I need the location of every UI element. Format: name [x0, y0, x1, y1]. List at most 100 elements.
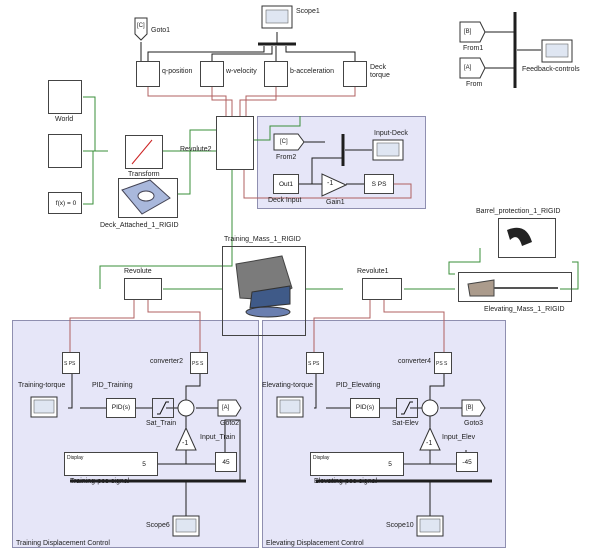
from1-shape — [459, 21, 486, 43]
elevating-title: Elevating Displacement Control — [266, 540, 364, 547]
elev-input-label: Input_Elev — [442, 434, 476, 441]
train-signal-val: 5 — [142, 461, 146, 468]
fx-text: f(x) = 0 — [55, 200, 77, 207]
train-pid-label: PID_Training — [92, 382, 133, 389]
transform-label: Transform — [128, 171, 160, 178]
elev-const-text: -45 — [462, 459, 472, 466]
scope1-label: Scope1 — [296, 8, 320, 15]
training-mass-block[interactable] — [222, 246, 306, 336]
from1-tag: [B] — [464, 29, 472, 35]
train-display-text: Display — [67, 455, 84, 461]
elev-pid-label: PID_Elevating — [336, 382, 381, 389]
revolute-block[interactable] — [124, 278, 162, 300]
from2-shape — [273, 133, 305, 151]
revolute2-label: Revolute2 — [180, 146, 212, 153]
elev-converter-block[interactable] — [434, 352, 452, 374]
b-acceleration-block[interactable] — [264, 61, 288, 87]
world-label: World — [55, 116, 74, 123]
mech-config-block[interactable] — [48, 134, 82, 168]
deck-attached-block[interactable] — [118, 178, 178, 218]
q-position-block[interactable] — [136, 61, 160, 87]
train-sps-block[interactable] — [62, 352, 80, 374]
deck-torque-label-2: torque — [370, 72, 390, 79]
fx-block[interactable]: f(x) = 0 — [48, 192, 82, 214]
q-position-label: q-position — [162, 68, 193, 75]
elev-display-text: Display — [313, 455, 330, 461]
train-signal-block[interactable]: 5 Display — [64, 452, 158, 476]
from2-label: From2 — [276, 154, 297, 161]
goto2-label: Goto2 — [220, 420, 240, 427]
train-converter-label: converter2 — [150, 358, 184, 365]
goto3-label: Goto3 — [464, 420, 484, 427]
train-sat-block[interactable] — [152, 398, 174, 418]
from-tag: [A] — [464, 65, 472, 71]
elev-signal-block[interactable]: 5 Display — [310, 452, 404, 476]
elev-sat-label: Sat-Elev — [392, 420, 419, 427]
barrel-label: Barrel_protection_1_RIGID — [476, 208, 561, 215]
train-const-block[interactable]: 45 — [215, 452, 237, 472]
elevating-mass-block[interactable] — [458, 272, 572, 302]
scope10-label: Scope10 — [386, 522, 414, 529]
goto1-tag: [C] — [137, 23, 145, 29]
gain1-value: -1 — [327, 180, 334, 187]
elev-pid-block[interactable]: PID(s) — [350, 398, 380, 418]
out1-text: Out1 — [278, 181, 294, 188]
train-gain-value: -1 — [182, 440, 189, 447]
elev-psS-text: PS S — [436, 361, 448, 367]
from-label: From — [466, 81, 483, 88]
out1-block[interactable]: Out1 — [273, 174, 299, 194]
feedback-label: Feedback-controls — [522, 66, 580, 73]
transform-block[interactable] — [125, 135, 163, 169]
w-velocity-block[interactable] — [200, 61, 224, 87]
from-shape — [459, 57, 486, 79]
barrel-block[interactable] — [498, 218, 556, 258]
world-block[interactable] — [48, 80, 82, 114]
gain-train-shape — [175, 426, 197, 451]
deck-torque-block[interactable] — [343, 61, 367, 87]
elev-torque-label: Elevating-torque — [262, 382, 313, 389]
training-control-area — [12, 320, 259, 548]
train-converter-block[interactable] — [190, 352, 208, 374]
train-psS-text: PS S — [192, 361, 204, 367]
s-ps-text: S PS — [371, 181, 387, 188]
s-ps-block[interactable]: S PS — [364, 174, 394, 194]
w-velocity-label: w-velocity — [226, 68, 257, 75]
goto1-shape — [134, 17, 148, 41]
train-const-text: 45 — [222, 459, 230, 466]
goto3-shape — [461, 399, 486, 417]
deck-torque-label-1: Deck — [370, 64, 386, 71]
gain1-label: Gain1 — [326, 199, 345, 206]
deck-attached-label: Deck_Attached_1_RIGID — [100, 222, 179, 229]
train-torque-label: Training-torque — [18, 382, 66, 389]
train-pid-text: PID(s) — [111, 404, 131, 411]
elevating-mass-label: Elevating_Mass_1_RIGID — [484, 306, 565, 313]
elev-sps-text: S PS — [308, 361, 320, 367]
revolute1-label: Revolute1 — [357, 268, 389, 275]
train-input-label: Input_Train — [200, 434, 236, 441]
deck-input-label: Deck Input — [268, 197, 302, 204]
input-deck-label: Input-Deck — [374, 130, 408, 137]
elev-sat-block[interactable] — [396, 398, 418, 418]
revolute1-block[interactable] — [362, 278, 402, 300]
from1-label: From1 — [463, 45, 484, 52]
gain1-shape — [321, 173, 348, 197]
elev-sps-block[interactable] — [306, 352, 324, 374]
elevating-control-area — [262, 320, 506, 548]
training-title: Training Displacement Control — [16, 540, 110, 547]
sum-train-shape — [177, 399, 195, 417]
goto3-tag: [B] — [466, 405, 474, 411]
elev-signal-val: 5 — [388, 461, 392, 468]
goto2-shape — [217, 399, 242, 417]
revolute2-block[interactable] — [216, 116, 254, 170]
sum-elev-shape — [421, 399, 439, 417]
elev-converter-label: converter4 — [398, 358, 432, 365]
elev-const-block[interactable]: -45 — [456, 452, 478, 472]
train-signal-label: Training-pos-signal — [70, 478, 130, 485]
gain-elev-shape — [419, 426, 441, 451]
goto2-tag: [A] — [222, 405, 230, 411]
b-acceleration-label: b-acceleration — [290, 68, 334, 75]
train-pid-block[interactable]: PID(s) — [106, 398, 136, 418]
elev-pid-text: PID(s) — [355, 404, 375, 411]
